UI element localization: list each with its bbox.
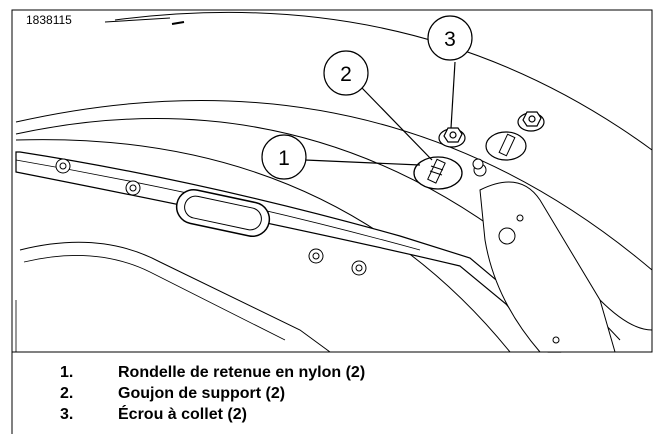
figure-id: 1838115 [26,13,72,27]
bracket-hole-bottom [552,336,560,344]
lower-panel [19,241,331,353]
flange-nut [438,127,466,148]
legend-number: 3. [60,405,74,423]
callout-1-number: 1 [278,147,290,170]
support-stud [427,158,446,184]
legend-text: Goujon de support (2) [118,384,286,402]
callout-3-leader [450,61,456,129]
legend-row: 3. Écrou à collet (2) [60,404,365,425]
right-stud [498,133,516,157]
bracket-hole-large [498,227,516,245]
right-edge-curve [599,299,653,331]
callout-2-number: 2 [340,63,352,86]
legend-row: 1. Rondelle de retenue en nylon (2) [60,362,365,383]
bracket-hole-small [516,214,524,222]
figure-frame [11,9,653,353]
legend-number: 2. [60,384,74,402]
legend-number: 1. [60,363,74,381]
callout-1-leader [304,159,421,166]
callout-1: 1 [261,134,307,180]
fender-arc-2 [15,99,653,271]
callout-3: 3 [427,15,473,61]
bracket-plate [479,181,616,353]
callout-2-leader [361,87,433,161]
fender-outer-arc [114,11,653,151]
fender-arc-4 [15,139,511,353]
legend-text: Écrou à collet (2) [118,405,247,423]
rail-fasteners [55,158,367,276]
mounting-rail [15,151,562,353]
callout-2: 2 [323,50,369,96]
legend-text: Rondelle de retenue en nylon (2) [118,363,366,381]
lower-panel-inner [23,255,286,341]
small-hole [472,158,484,170]
legend-row: 2. Goujon de support (2) [60,383,365,404]
figure-id-leader [104,17,171,23]
rail-slot-inner [184,195,262,231]
top-mark [171,21,185,25]
flange-nut-2 [517,111,545,132]
callout-3-number: 3 [444,28,456,51]
legend: 1. Rondelle de retenue en nylon (2) 2. G… [60,362,365,425]
